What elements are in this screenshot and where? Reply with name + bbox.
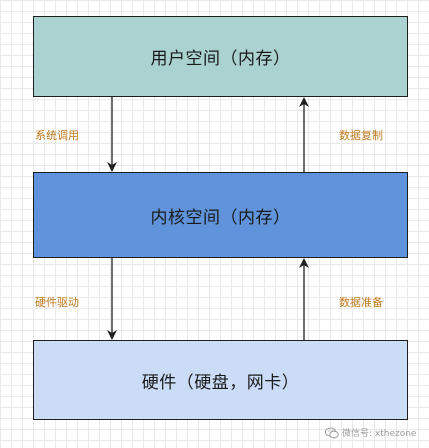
hardware-label: 硬件（硬盘，网卡）	[141, 372, 300, 393]
user-space-box: 用户空间（内存）	[33, 16, 408, 97]
label-system-call: 系统调用	[35, 129, 79, 142]
wechat-icon	[325, 427, 339, 438]
label-data-prepare: 数据准备	[339, 296, 383, 309]
watermark-text: 微信号: xthezone	[342, 429, 417, 439]
kernel-space-label: 内核空间（内存）	[150, 207, 291, 228]
watermark: 微信号: xthezone	[325, 426, 416, 439]
kernel-space-box: 内核空间（内存）	[33, 172, 408, 258]
hardware-box: 硬件（硬盘，网卡）	[33, 340, 408, 420]
label-data-copy: 数据复制	[339, 129, 383, 142]
user-space-label: 用户空间（内存）	[150, 49, 291, 69]
label-hardware-driver: 硬件驱动	[35, 296, 79, 309]
